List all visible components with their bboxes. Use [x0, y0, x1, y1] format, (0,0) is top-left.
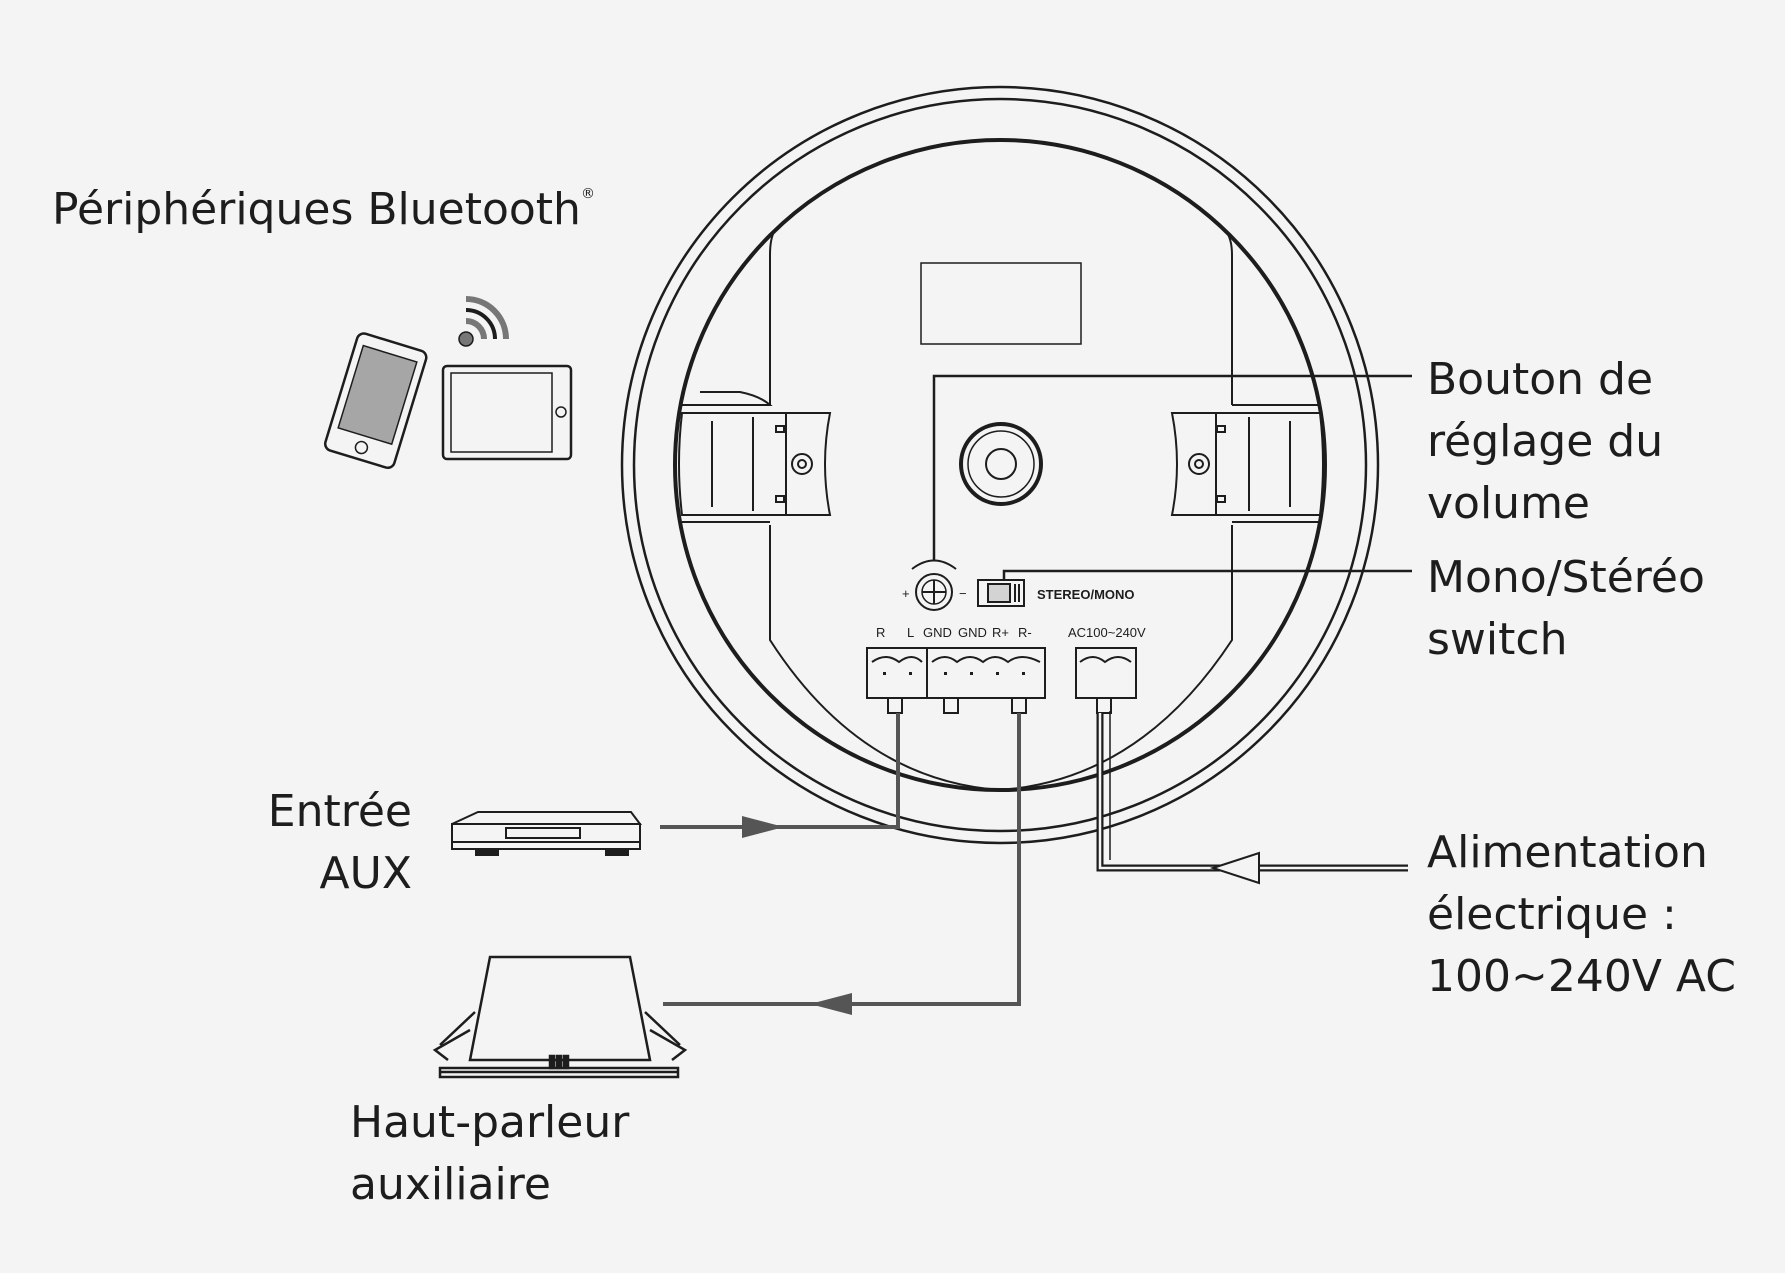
- power-terminal-block: [1075, 647, 1137, 714]
- volume-knob-label: Bouton de réglage du volume: [1427, 349, 1663, 535]
- aux-input-label-line-1: Entrée: [267, 786, 412, 837]
- stereo-mono-switch[interactable]: [977, 579, 1025, 607]
- switch-label: STEREO/MONO: [1037, 587, 1135, 602]
- aux-input-wire: [660, 713, 900, 829]
- volume-adjuster[interactable]: + −: [902, 559, 967, 611]
- registered-mark: ®: [580, 186, 595, 202]
- terminal-label-l: L: [907, 625, 914, 640]
- label-plate: [920, 262, 1082, 345]
- power-wire-inner: [1098, 713, 1408, 870]
- volume-label-line-3: volume: [1427, 478, 1591, 529]
- volume-label-line-2: réglage du: [1427, 416, 1664, 467]
- terminal-label-gnd-2: GND: [958, 625, 987, 640]
- aux-speaker-label-line-1: Haut-parleur: [350, 1097, 630, 1148]
- power-label-line-2: électrique :: [1427, 889, 1677, 940]
- left-mounting-clip: [678, 391, 832, 523]
- power-label-line-3: 100~240V AC: [1427, 951, 1736, 1002]
- tablet-icon: [441, 364, 573, 461]
- arrows: [742, 816, 1260, 1015]
- aux-speaker-label-line-2: auxiliaire: [350, 1159, 551, 1210]
- mono-stereo-switch-label: Mono/Stéréo switch: [1427, 547, 1705, 671]
- power-terminal-label: AC100~240V: [1068, 625, 1146, 640]
- terminal-labels: R L GND GND R+ R- AC100~240V: [876, 625, 1146, 640]
- volume-label-line-1: Bouton de: [1427, 354, 1654, 405]
- volume-plus-sign: +: [902, 586, 910, 601]
- callout-lines: [932, 374, 1412, 580]
- audio-terminal-block: [866, 647, 1046, 714]
- media-player-icon: [451, 811, 642, 856]
- terminal-label-r-minus: R-: [1018, 625, 1032, 640]
- aux-speaker-wire: [663, 713, 1021, 1006]
- wires: [660, 711, 1408, 1006]
- speaker-inner-rim: [632, 97, 1368, 833]
- terminal-label-gnd-1: GND: [923, 625, 952, 640]
- ceiling-speaker: [620, 85, 1380, 845]
- volume-minus-sign: −: [959, 586, 967, 601]
- bluetooth-label-text: Périphériques Bluetooth: [52, 184, 581, 235]
- aux-speaker-label: Haut-parleur auxiliaire: [350, 1092, 629, 1216]
- speaker-outer-rim: [620, 85, 1380, 845]
- right-mounting-clip: [1170, 404, 1324, 523]
- aux-input-label: Entrée AUX: [268, 781, 412, 905]
- arrow-icon: [742, 816, 784, 838]
- arrow-icon: [810, 993, 852, 1015]
- smartphone-icon: [323, 332, 428, 470]
- bluetooth-devices-label: Périphériques Bluetooth®: [52, 163, 595, 241]
- mono-stereo-label-line-2: switch: [1427, 614, 1568, 665]
- mono-stereo-label-line-1: Mono/Stéréo: [1427, 552, 1705, 603]
- center-knob: [959, 422, 1043, 506]
- aux-input-label-line-2: AUX: [319, 848, 412, 899]
- terminal-label-r-plus: R+: [992, 625, 1009, 640]
- arrow-icon: [1209, 851, 1260, 885]
- power-supply-label: Alimentation électrique : 100~240V AC: [1427, 822, 1736, 1008]
- switch-callout-line: [1002, 569, 1412, 580]
- volume-callout-line: [932, 374, 1412, 560]
- power-label-line-1: Alimentation: [1427, 827, 1708, 878]
- power-wire-outer: [1096, 713, 1408, 872]
- terminal-label-r: R: [876, 625, 885, 640]
- back-plate: [769, 229, 1233, 792]
- auxiliary-speaker-icon: [432, 955, 688, 1079]
- wireless-signal-icon: [458, 296, 509, 347]
